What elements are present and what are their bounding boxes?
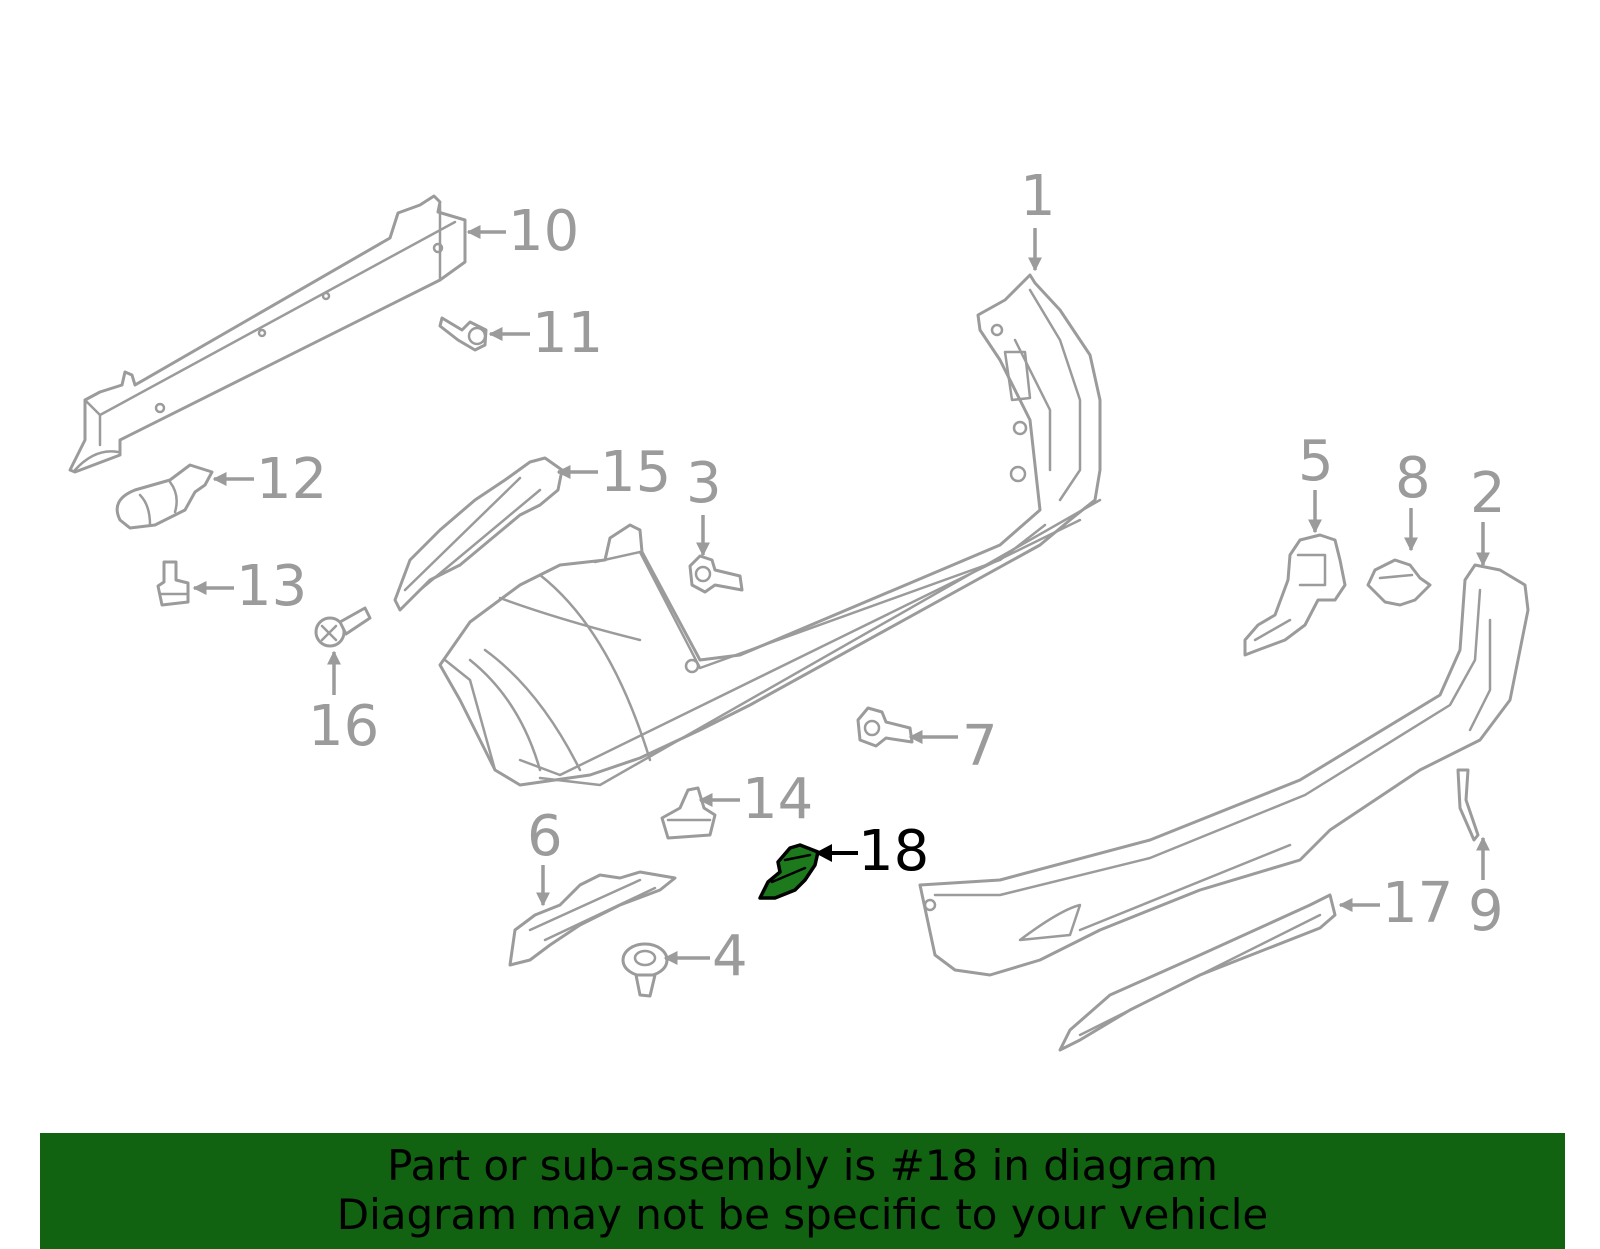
callout-14: 14 <box>698 767 813 832</box>
svg-text:6: 6 <box>527 804 563 869</box>
part-10-reinforcement-beam <box>68 194 467 474</box>
part-1-bumper-cover <box>438 273 1102 787</box>
banner-line-1: Part or sub-assembly is #18 in diagram <box>387 1141 1218 1190</box>
svg-text:13: 13 <box>236 554 307 619</box>
info-banner: Part or sub-assembly is #18 in diagram D… <box>40 1133 1565 1249</box>
part-8-cap <box>1366 558 1432 607</box>
svg-text:1: 1 <box>1020 164 1056 229</box>
callout-2: 2 <box>1470 461 1506 567</box>
part-17-trim-strip <box>1058 893 1337 1052</box>
callout-3: 3 <box>686 451 722 557</box>
part-6-side-bracket <box>508 870 677 967</box>
part-12-bracket <box>115 463 214 530</box>
svg-text:18: 18 <box>858 819 929 884</box>
svg-text:3: 3 <box>686 451 722 516</box>
banner-line-2: Diagram may not be specific to your vehi… <box>336 1190 1269 1239</box>
part-13-bolt <box>156 560 190 607</box>
callout-5: 5 <box>1298 429 1334 534</box>
svg-text:11: 11 <box>532 301 603 366</box>
svg-text:5: 5 <box>1298 429 1334 494</box>
part-15-side-bracket <box>393 456 564 612</box>
svg-text:8: 8 <box>1395 446 1431 511</box>
svg-text:2: 2 <box>1470 461 1506 526</box>
part-5-bracket <box>1243 533 1347 657</box>
part-2-lower-bumper <box>918 563 1530 977</box>
callout-17: 17 <box>1338 871 1453 936</box>
svg-text:9: 9 <box>1468 879 1504 944</box>
callout-8: 8 <box>1395 446 1431 552</box>
callout-7: 7 <box>908 714 998 779</box>
callout-15: 15 <box>556 440 671 505</box>
callout-18-highlighted: 18 <box>815 819 929 884</box>
part-16-screw <box>314 606 372 648</box>
callout-16: 16 <box>308 650 379 759</box>
part-11-bolt <box>438 316 488 352</box>
svg-text:12: 12 <box>256 447 327 512</box>
part-3-bolt <box>688 554 744 594</box>
part-18-highlighted <box>758 843 820 900</box>
svg-text:17: 17 <box>1382 871 1453 936</box>
part-14-clip <box>660 786 717 840</box>
part-7-bolt <box>856 706 914 748</box>
svg-text:16: 16 <box>308 694 379 759</box>
callout-13: 13 <box>192 554 307 619</box>
svg-text:14: 14 <box>742 767 813 832</box>
part-9-pin <box>1456 768 1480 842</box>
callout-9: 9 <box>1468 836 1504 944</box>
svg-text:4: 4 <box>712 924 748 989</box>
callout-11: 11 <box>488 301 603 366</box>
callout-6: 6 <box>527 804 563 907</box>
callout-10: 10 <box>466 199 579 264</box>
callout-4: 4 <box>663 924 748 989</box>
svg-text:15: 15 <box>600 440 671 505</box>
svg-text:7: 7 <box>962 714 998 779</box>
part-4-clip <box>621 942 669 998</box>
callout-1: 1 <box>1020 164 1056 272</box>
svg-text:10: 10 <box>508 199 579 264</box>
callout-12: 12 <box>212 447 327 512</box>
